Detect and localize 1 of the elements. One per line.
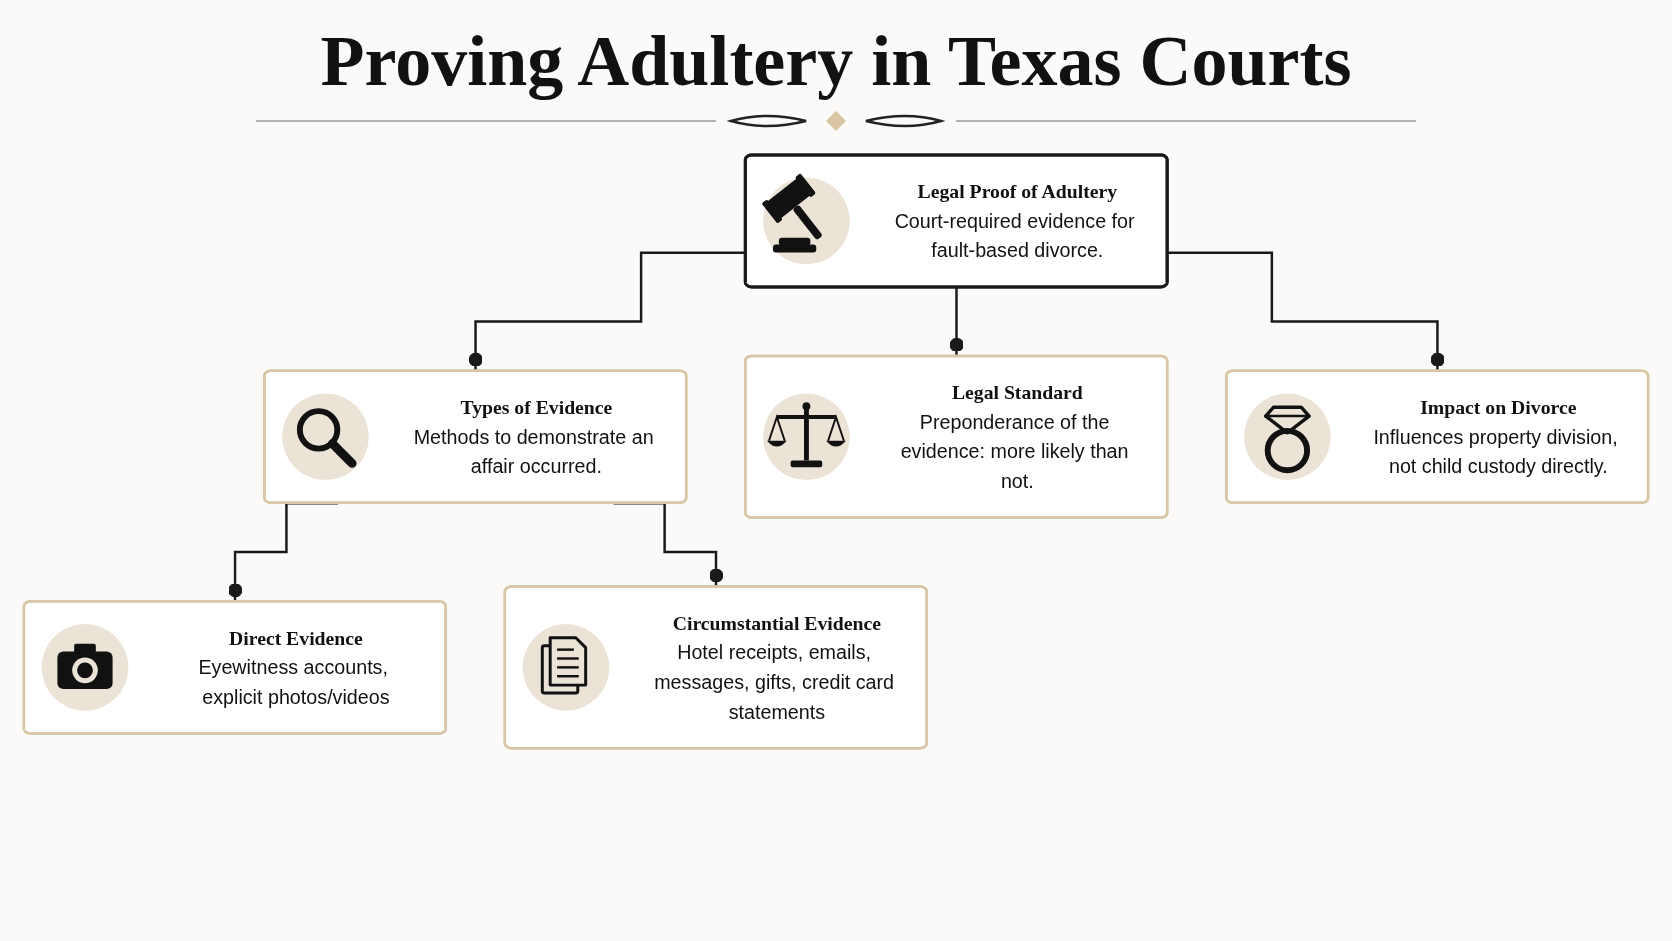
title: Proving Adultery in Texas Courts xyxy=(319,20,1353,102)
